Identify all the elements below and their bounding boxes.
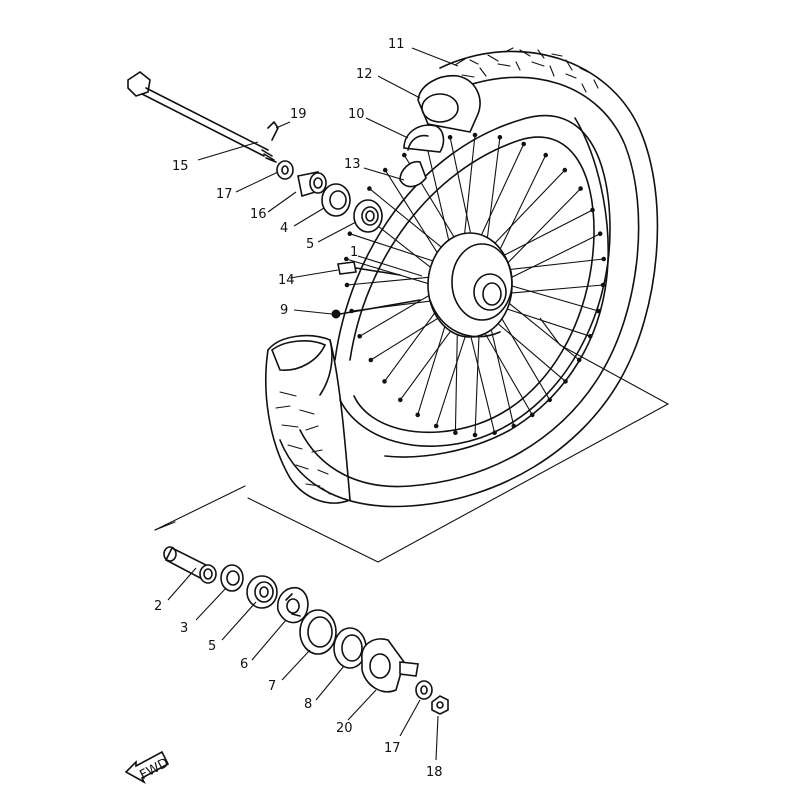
label-10: 10	[348, 107, 365, 122]
tube-and-valve	[399, 75, 481, 188]
spoke-nipple	[472, 132, 478, 138]
spoke-nipple	[433, 423, 439, 429]
spoke-nipple	[578, 186, 583, 191]
spoke-nipple	[492, 430, 497, 436]
washer-17-lower	[415, 680, 433, 700]
axle	[127, 71, 277, 163]
spoke-nipple	[547, 397, 553, 403]
label-4: 4	[280, 221, 288, 236]
spoke-nipple	[415, 412, 421, 418]
spoke-nipple	[382, 379, 387, 384]
spoke-nipple	[357, 334, 363, 339]
label-17-lower: 17	[384, 741, 401, 756]
spoke-nipple	[368, 357, 374, 363]
label-7: 7	[268, 679, 276, 694]
spoke-nipple	[521, 141, 527, 147]
label-9: 9	[280, 303, 288, 318]
spoke-nipple	[453, 430, 458, 436]
label-3: 3	[180, 621, 188, 636]
label-2: 2	[154, 599, 162, 614]
spoke-nipple	[563, 379, 568, 384]
label-15: 15	[172, 159, 189, 174]
label-5-upper: 5	[306, 237, 314, 252]
spoke-nipple	[398, 397, 403, 403]
label-18: 18	[426, 765, 443, 780]
leader-lines	[167, 47, 561, 761]
balance-weight-14	[337, 261, 401, 276]
label-8: 8	[304, 697, 312, 712]
oil-seal-7	[299, 609, 337, 655]
bearing-5-upper	[353, 199, 383, 233]
spoke-nipple	[596, 308, 601, 314]
label-13: 13	[344, 157, 361, 172]
label-12: 12	[356, 67, 373, 82]
spoke-nipple	[562, 167, 568, 173]
label-17-upper: 17	[216, 187, 233, 202]
nut-18	[431, 695, 449, 715]
spoke-nipple	[597, 231, 603, 236]
spoke-nipple	[576, 357, 582, 363]
spacer-2	[163, 546, 217, 584]
lower-frame	[154, 485, 246, 531]
bearing-5-lower	[246, 575, 278, 609]
tire	[265, 47, 659, 508]
spoke-nipple	[382, 167, 388, 173]
spoke-nipple	[367, 186, 372, 191]
spoke-nipple	[601, 256, 607, 262]
spoke-nipple	[344, 282, 350, 288]
spoke-nipple	[447, 135, 453, 140]
spoke-nipple	[530, 412, 535, 418]
collar-16	[297, 171, 327, 198]
spoke-nipple	[590, 207, 595, 213]
meter-gear-housing-20	[361, 638, 419, 693]
spoke-nipple	[472, 432, 478, 438]
spoke-nipple	[344, 256, 349, 262]
label-20: 20	[336, 721, 353, 736]
spoke-nipple	[511, 423, 517, 429]
label-1: 1	[350, 245, 358, 260]
oil-seal-4	[321, 183, 351, 217]
spoke-nipple	[497, 135, 503, 140]
label-6: 6	[240, 657, 248, 672]
oil-seal-3	[220, 564, 244, 592]
cotter-pin	[267, 121, 279, 141]
spoke-nipple	[543, 152, 549, 158]
label-11: 11	[388, 37, 405, 52]
part-labels: 11 12 10 13 19 15 17 16 4 5 1 14 9 2 3 5…	[154, 37, 443, 780]
clutch-6	[276, 586, 309, 624]
spoke-nipple	[588, 334, 593, 339]
spoke-nipple	[600, 282, 606, 288]
hub	[427, 232, 513, 338]
spoke-nipple	[347, 231, 353, 236]
spoke-nipple	[402, 152, 407, 158]
label-5-lower: 5	[208, 639, 216, 654]
label-14: 14	[278, 273, 295, 288]
assembly-frame	[247, 344, 670, 563]
label-19: 19	[290, 107, 307, 122]
rim	[334, 114, 611, 448]
washer-17-upper	[276, 160, 294, 180]
fwd-arrow-icon: FWD	[124, 750, 171, 784]
label-16: 16	[250, 207, 267, 222]
